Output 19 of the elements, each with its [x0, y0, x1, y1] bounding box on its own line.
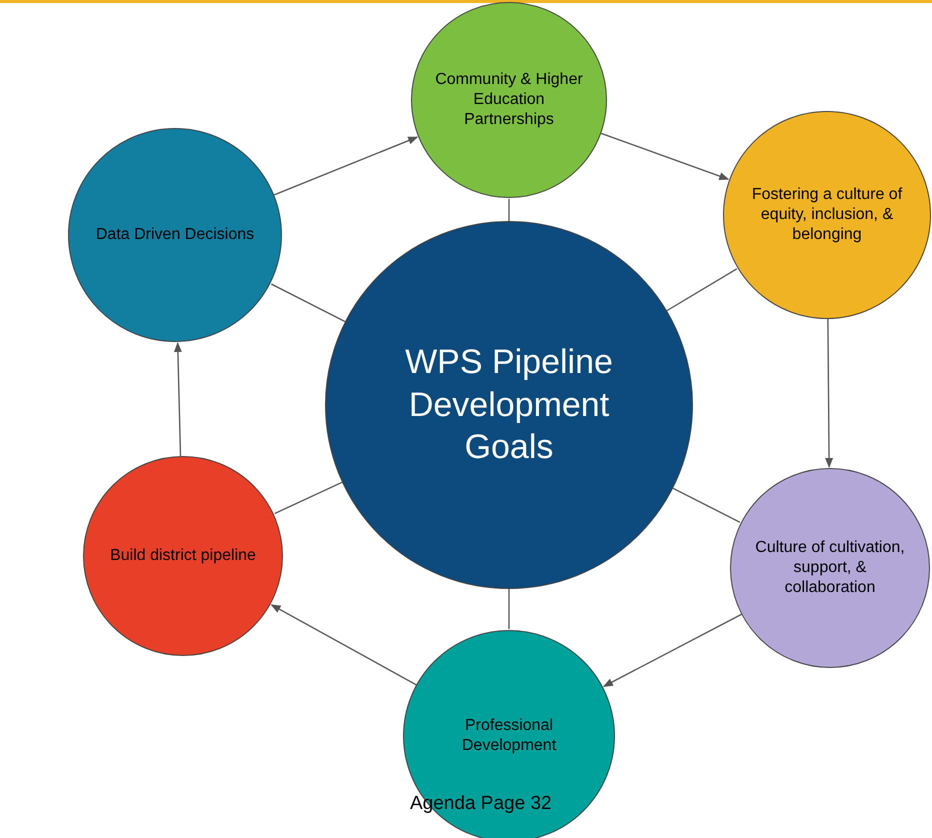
goal-text: Build district pipeline: [110, 546, 256, 566]
connector-line: [672, 488, 740, 523]
connector-line: [666, 268, 738, 312]
arrow: [174, 342, 182, 456]
arrow: [825, 319, 834, 468]
goal-text: Culture of cultivation, support, & collaboration: [754, 538, 906, 598]
connector-line: [274, 482, 342, 514]
connector-line: [508, 199, 510, 221]
goal-text: WPS Pipeline Development Goals: [404, 342, 614, 468]
connector-line: [508, 589, 510, 629]
arrow: [274, 136, 418, 196]
connector-line: [270, 283, 346, 322]
goal-text: Community & Higher Education Partnerships: [434, 70, 584, 130]
goal-text: Fostering a culture of equity, inclusion, & belonging: [750, 185, 904, 245]
arrow: [602, 614, 742, 687]
goal-text: Data Driven Decisions: [96, 225, 254, 245]
goal-text: Professional Development: [460, 716, 558, 756]
arrow: [600, 132, 730, 180]
arrow: [270, 604, 417, 686]
